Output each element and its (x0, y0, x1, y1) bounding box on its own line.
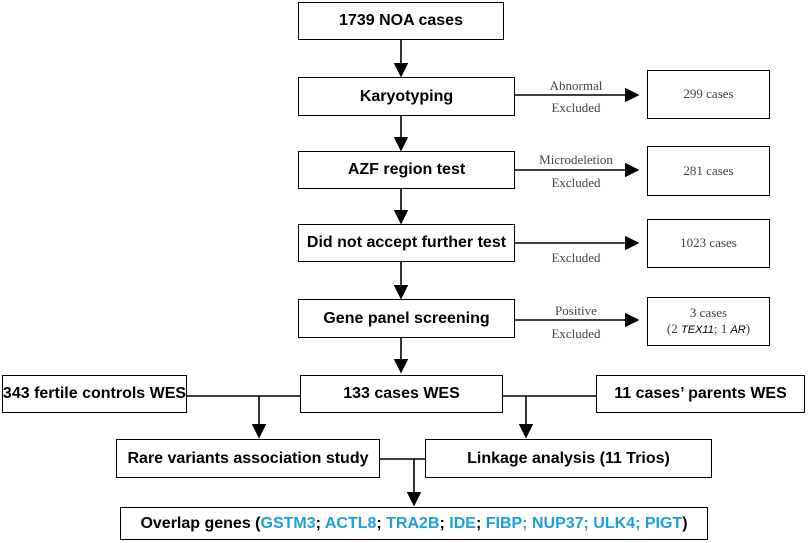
gene-ide: IDE (449, 514, 476, 532)
linkage-label: Linkage analysis (11 Trios) (467, 449, 670, 467)
label-positive: Positive (555, 303, 597, 318)
wes-box: 133 cases WES (300, 375, 503, 413)
overlap-text: Overlap genes (GSTM3; ACTL8; TRA2B; IDE;… (140, 515, 687, 533)
label-excluded-3: Excluded (551, 250, 601, 265)
overlap-box: Overlap genes (GSTM3; ACTL8; TRA2B; IDE;… (120, 507, 708, 540)
karyotyping-label: Karyotyping (359, 87, 454, 105)
result-3-label: 3 cases (689, 305, 728, 320)
result-281-box: 281 cases (647, 146, 770, 196)
detail-mid: ; 1 (713, 321, 731, 337)
gene-tra2b: TRA2B (386, 514, 440, 532)
gene-gstm3: GSTM3 (260, 514, 316, 532)
result-1023-label: 1023 cases (680, 235, 737, 251)
parents-label: 11 cases’ parents WES (614, 385, 787, 402)
karyotyping-box: Karyotyping (298, 77, 515, 116)
sep-1: ; (315, 514, 325, 532)
wes-label: 133 cases WES (343, 385, 460, 402)
result-299-label: 299 cases (683, 86, 734, 102)
result-1023-box: 1023 cases (647, 219, 770, 268)
sep-3: ; (439, 514, 450, 532)
result-281-label: 281 cases (683, 162, 734, 178)
fertile-label: 343 fertile controls WES (2, 385, 187, 402)
gene-ar: AR (730, 324, 746, 337)
label-excluded-4: Excluded (551, 326, 601, 341)
gene-tex11: TEX11 (681, 324, 714, 337)
label-excluded-1: Excluded (551, 100, 601, 115)
overlap-prefix: Overlap genes ( (140, 514, 261, 532)
start-box: 1739 NOA cases (298, 2, 504, 40)
panel-label: Gene panel screening (323, 309, 490, 327)
detail-open: (2 (666, 321, 682, 337)
rare-variants-label: Rare variants association study (127, 449, 369, 467)
gene-actl8: ACTL8 (324, 514, 377, 532)
label-abnormal: Abnormal (549, 78, 603, 93)
gene-group: FIBP; NUP37; ULK4; PIGT (485, 514, 683, 532)
linkage-box: Linkage analysis (11 Trios) (425, 439, 712, 478)
azf-label: AZF region test (347, 161, 466, 178)
panel-box: Gene panel screening (298, 299, 515, 338)
no-further-box: Did not accept further test (298, 224, 515, 262)
result-299-box: 299 cases (647, 70, 770, 119)
sep-2: ; (376, 514, 387, 532)
rare-variants-box: Rare variants association study (116, 439, 380, 478)
detail-close: ) (745, 321, 751, 337)
result-3-detail: (2 TEX11; 1 AR) (667, 321, 750, 338)
azf-box: AZF region test (298, 151, 515, 189)
start-label: 1739 NOA cases (339, 12, 463, 29)
fertile-box: 343 fertile controls WES (2, 375, 187, 413)
label-microdeletion: Microdeletion (539, 152, 613, 167)
overlap-suffix: ) (682, 514, 688, 532)
label-excluded-2: Excluded (551, 175, 601, 190)
parents-box: 11 cases’ parents WES (596, 375, 805, 413)
no-further-label: Did not accept further test (306, 234, 507, 251)
result-3-box: 3 cases (2 TEX11; 1 AR) (647, 297, 770, 346)
sep-4: ; (475, 514, 486, 532)
